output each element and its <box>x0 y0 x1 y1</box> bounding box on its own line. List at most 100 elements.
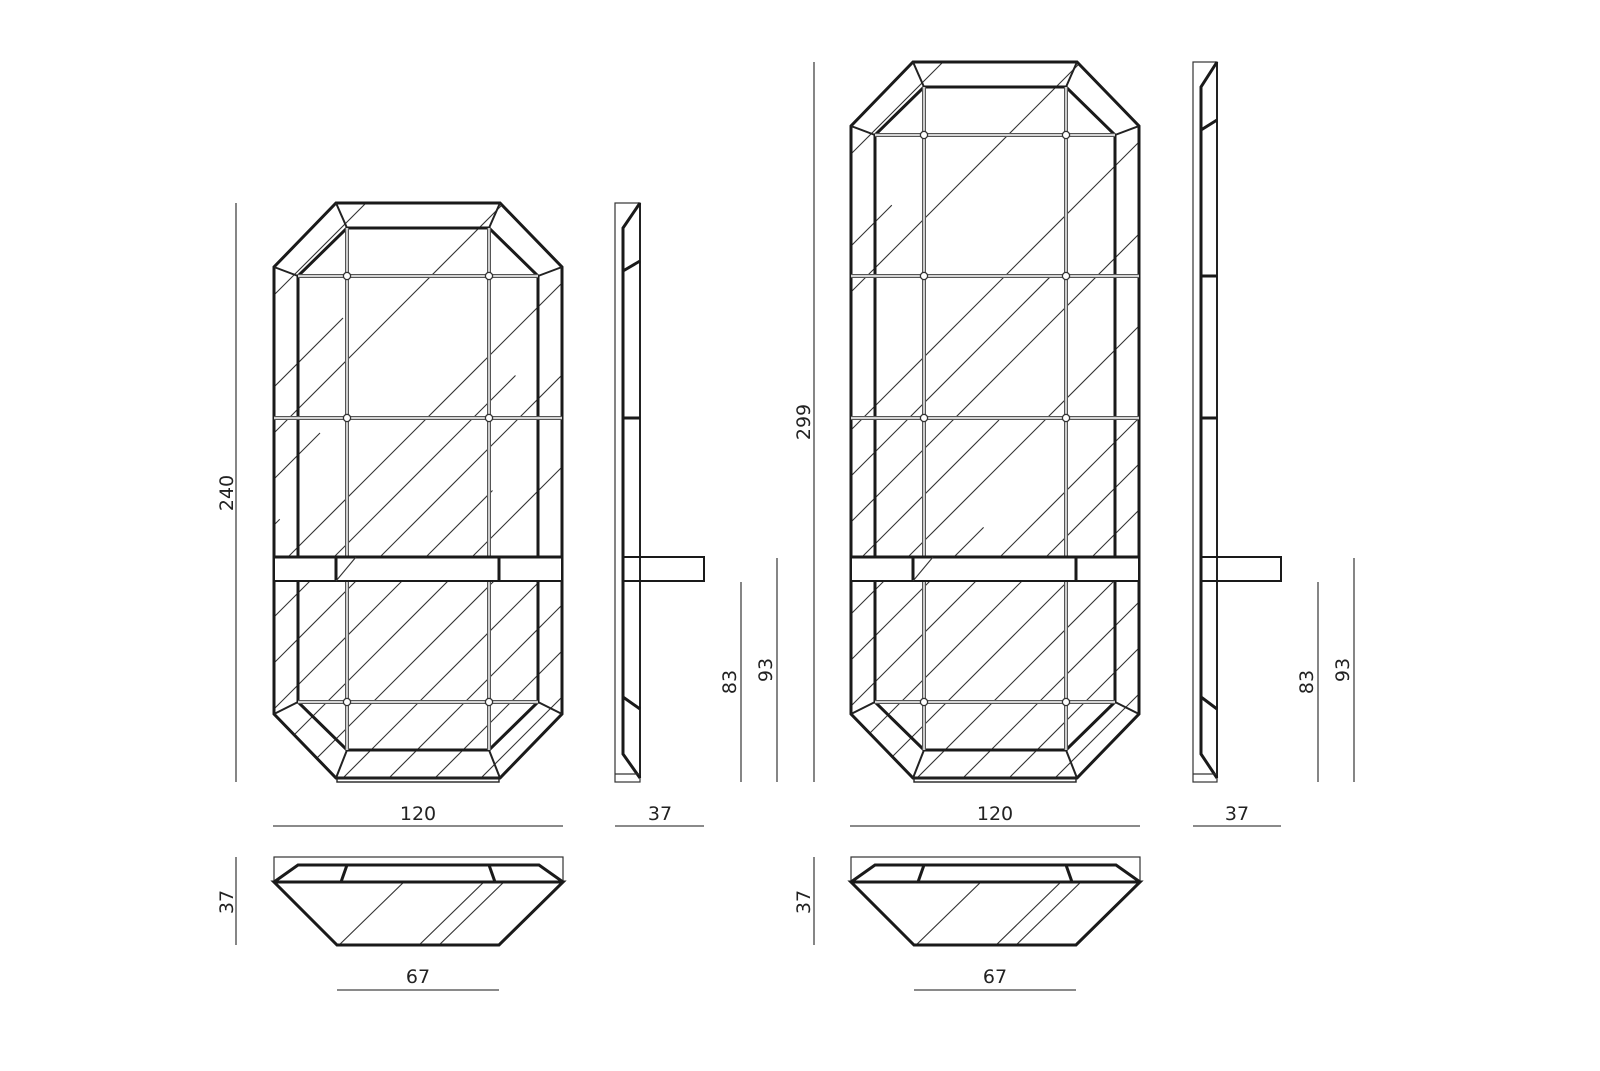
reflection-line <box>916 455 1139 778</box>
bevel-corner-line <box>273 701 299 715</box>
reflection-line <box>1008 276 1139 778</box>
reflection-line <box>181 420 539 778</box>
reflection-line <box>851 62 1082 778</box>
mullion-node <box>484 271 494 281</box>
reflection-line <box>413 882 490 945</box>
reflection-line <box>533 882 563 945</box>
bevel-corner-line <box>335 202 348 229</box>
top-view-bevel <box>850 863 1141 884</box>
reflection-line <box>508 882 563 945</box>
reflection-line <box>274 518 281 778</box>
bevel-corner-line <box>850 125 876 136</box>
mullion-node <box>919 130 929 140</box>
reflection-line <box>274 203 505 778</box>
reflection-line <box>274 203 367 778</box>
bevel-corner-line <box>488 202 501 229</box>
bevel-corner-line <box>850 701 876 715</box>
dim-top-depth-small: 37 <box>216 890 238 914</box>
dim-top-width-large: 67 <box>983 966 1007 988</box>
bevel-corner-line <box>537 266 563 277</box>
reflection-line <box>274 203 562 778</box>
side-view-bevel <box>621 202 642 779</box>
dim-shelf-83-small: 83 <box>719 670 741 694</box>
dim-height-large: 299 <box>793 404 815 440</box>
reflection-line <box>990 882 1067 945</box>
model-small-240 <box>0 201 778 991</box>
side-view-outline <box>1192 61 1218 783</box>
bevel-corner-line <box>1065 61 1078 88</box>
dim-height-small: 240 <box>216 475 238 511</box>
reflection-line <box>333 882 410 945</box>
reflection-line <box>274 317 344 778</box>
reflection-line <box>296 576 499 778</box>
reflection-line <box>457 456 779 778</box>
top-bracket-left <box>916 864 926 883</box>
reflection-line <box>1100 419 1139 778</box>
mullion-node <box>484 697 494 707</box>
top-view-back <box>850 856 1141 883</box>
reflection-line <box>912 556 934 582</box>
reflection-line <box>480 518 562 778</box>
mirror-bevel-inner <box>296 226 540 752</box>
mullion-node <box>919 271 929 281</box>
top-view-bevel <box>273 863 564 884</box>
mullion-node <box>1061 413 1071 423</box>
model-large-299 <box>135 60 1355 991</box>
reflection-line <box>1085 882 1140 945</box>
dim-shelf-83-large: 83 <box>1296 670 1318 694</box>
side-view-outline <box>614 202 641 783</box>
bevel-corner-line <box>335 749 348 779</box>
top-bracket-right <box>1064 864 1074 883</box>
mullion-node <box>919 697 929 707</box>
mullion-node <box>484 413 494 423</box>
reflection-line <box>1010 882 1087 945</box>
side-rail <box>1200 695 1218 711</box>
reflection-line <box>135 134 779 778</box>
mullion-node <box>342 697 352 707</box>
bevel-corner-line <box>1114 701 1140 715</box>
mullion-node <box>919 413 929 423</box>
reflection-line <box>388 203 562 778</box>
dim-width-small: 120 <box>400 803 436 825</box>
reflection-line <box>0 261 217 779</box>
dim-side-depth-small: 37 <box>648 803 672 825</box>
mullion-node <box>1061 697 1071 707</box>
reflection-line <box>851 133 1139 778</box>
bevel-corner-line <box>488 749 501 779</box>
reflection-line <box>274 260 562 778</box>
top-glass <box>333 882 563 945</box>
bevel-corner-line <box>537 701 563 715</box>
dim-side-depth-large: 37 <box>1225 803 1249 825</box>
top-bracket-right <box>487 864 497 883</box>
reflection-line <box>342 317 562 778</box>
reflection-line <box>851 204 893 778</box>
dim-shelf-93-small: 93 <box>755 658 777 682</box>
top-view-body <box>847 880 1144 947</box>
dim-top-width-small: 67 <box>406 966 430 988</box>
mullion-node <box>1061 271 1071 281</box>
shelf-front <box>850 556 1140 582</box>
base-plinth <box>336 777 500 783</box>
reflection-line <box>1110 882 1140 945</box>
reflection-line <box>851 276 1051 778</box>
side-rail <box>1200 118 1218 132</box>
side-shelf <box>1200 556 1282 582</box>
bevel-corner-line <box>1114 125 1140 136</box>
reflection-line <box>962 62 1139 778</box>
mullion-node <box>342 413 352 423</box>
top-view-body <box>270 880 567 947</box>
mullion-node <box>342 271 352 281</box>
reflection-line <box>335 556 357 582</box>
mullion-node <box>1061 130 1071 140</box>
top-view-back <box>273 856 564 883</box>
bevel-corner-line <box>912 61 925 88</box>
bevel-corner-line <box>273 266 299 277</box>
side-rail <box>622 695 641 711</box>
top-bracket-left <box>339 864 349 883</box>
reflection-line <box>1054 133 1139 778</box>
reflection-line <box>0 577 38 778</box>
top-glass <box>910 882 1140 945</box>
glass-reflections <box>0 203 562 779</box>
shelf-front <box>273 556 563 582</box>
